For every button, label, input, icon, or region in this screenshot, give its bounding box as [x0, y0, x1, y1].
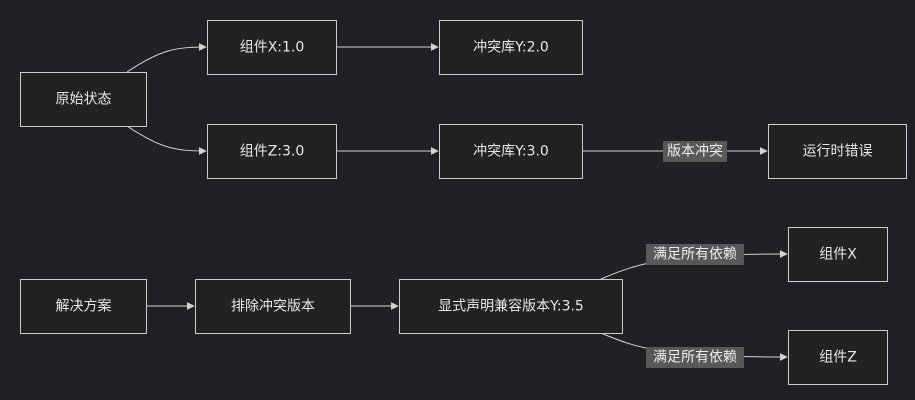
edge-label-version-conflict: 版本冲突 — [663, 141, 727, 162]
svg-text:组件X:1.0: 组件X:1.0 — [240, 40, 305, 56]
svg-text:满足所有依赖: 满足所有依赖 — [653, 247, 737, 263]
svg-text:满足所有依赖: 满足所有依赖 — [653, 350, 737, 366]
node-component-x: 组件X — [788, 227, 888, 282]
svg-text:冲突库Y:3.0: 冲突库Y:3.0 — [473, 144, 549, 160]
svg-text:运行时错误: 运行时错误 — [803, 144, 873, 160]
svg-text:排除冲突版本: 排除冲突版本 — [231, 299, 315, 315]
node-explicit-compatible-version: 显式声明兼容版本Y:3.5 — [399, 279, 623, 334]
svg-text:冲突库Y:2.0: 冲突库Y:2.0 — [473, 40, 549, 56]
node-original-state: 原始状态 — [20, 72, 147, 127]
edge-label-satisfy-x: 满足所有依赖 — [646, 244, 744, 265]
node-component-z: 组件Z — [788, 330, 888, 385]
node-exclude-conflict-version: 排除冲突版本 — [195, 279, 351, 334]
svg-text:显式声明兼容版本Y:3.5: 显式声明兼容版本Y:3.5 — [438, 298, 584, 315]
svg-text:组件Z: 组件Z — [819, 350, 857, 366]
svg-text:版本冲突: 版本冲突 — [667, 144, 723, 160]
edge-label-satisfy-z: 满足所有依赖 — [646, 347, 744, 368]
svg-text:原始状态: 原始状态 — [56, 92, 112, 108]
edge-original-to-comp-z — [126, 125, 207, 155]
svg-text:组件X: 组件X — [819, 247, 857, 263]
node-component-z-3-0: 组件Z:3.0 — [207, 124, 337, 179]
node-component-x-1-0: 组件X:1.0 — [207, 20, 337, 75]
svg-text:解决方案: 解决方案 — [56, 298, 112, 315]
svg-text:组件Z:3.0: 组件Z:3.0 — [240, 144, 305, 160]
node-conflict-lib-y-2-0: 冲突库Y:2.0 — [439, 20, 583, 75]
node-solution: 解决方案 — [20, 279, 147, 334]
node-conflict-lib-y-3-0: 冲突库Y:3.0 — [439, 124, 583, 179]
node-runtime-error: 运行时错误 — [768, 124, 907, 179]
edge-original-to-comp-x — [126, 43, 207, 73]
